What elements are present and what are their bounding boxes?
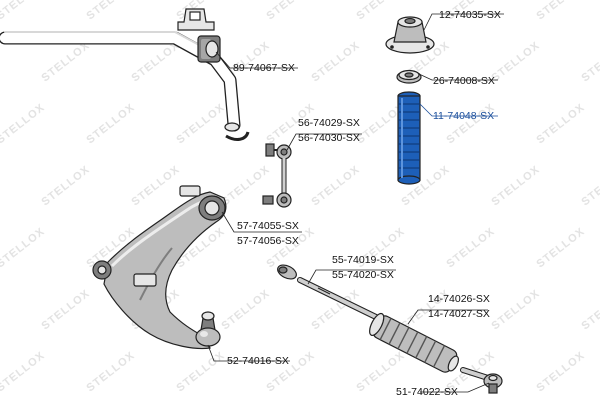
watermark-text: STELLOX xyxy=(84,349,137,394)
watermark-text: STELLOX xyxy=(309,39,362,84)
watermark-text: STELLOX xyxy=(39,287,92,332)
label-control-arm-b: 57-74056-SX xyxy=(237,235,299,247)
label-ball-joint: 52-74016-SX xyxy=(227,355,289,367)
strut-top-mount xyxy=(385,16,435,54)
watermark-text: STELLOX xyxy=(489,287,542,332)
leader-lines xyxy=(207,13,504,393)
watermark-text: STELLOX xyxy=(489,39,542,84)
stabilizer-link xyxy=(262,143,292,208)
watermark-text: STELLOX xyxy=(84,101,137,146)
watermark-text: STELLOX xyxy=(534,101,587,146)
watermark-text: STELLOX xyxy=(264,0,317,22)
label-steering-boot-a: 14-74026-SX xyxy=(428,293,490,305)
strut-boot xyxy=(397,91,421,185)
watermark-text: STELLOX xyxy=(534,349,587,394)
label-stabilizer-link-b: 56-74030-SX xyxy=(298,132,360,144)
label-tie-rod-a: 55-74019-SX xyxy=(332,254,394,266)
watermark-text: STELLOX xyxy=(444,101,497,146)
label-stabilizer-bushing: 89-74067-SX xyxy=(233,62,295,74)
label-control-arm-a: 57-74055-SX xyxy=(237,220,299,232)
label-strut-bearing: 26-74008-SX xyxy=(433,75,495,87)
watermark-text: STELLOX xyxy=(84,0,137,22)
watermark-text: STELLOX xyxy=(309,163,362,208)
watermark-text: STELLOX xyxy=(534,0,587,22)
stabilizer-bushing xyxy=(197,35,221,63)
watermark-text: STELLOX xyxy=(0,163,2,208)
watermark-text: STELLOX xyxy=(0,225,47,270)
strut-bearing xyxy=(396,69,422,84)
watermark-text: STELLOX xyxy=(534,225,587,270)
watermark-text: STELLOX xyxy=(579,287,600,332)
watermark-text: STELLOX xyxy=(174,349,227,394)
watermark-text: STELLOX xyxy=(0,39,2,84)
part-labels: 12-74035-SX 89-74067-SX 26-74008-SX 11-7… xyxy=(227,9,501,398)
watermark-text: STELLOX xyxy=(39,163,92,208)
watermark-text: STELLOX xyxy=(489,163,542,208)
label-stabilizer-link-a: 56-74029-SX xyxy=(298,117,360,129)
watermark-text: STELLOX xyxy=(309,287,362,332)
watermark-text: STELLOX xyxy=(0,101,47,146)
label-tie-rod-b: 55-74020-SX xyxy=(332,269,394,281)
watermark-text: STELLOX xyxy=(174,101,227,146)
watermark-text: STELLOX xyxy=(0,0,47,22)
watermark-text: STELLOX xyxy=(129,163,182,208)
tie-rod-end xyxy=(460,367,503,394)
tie-rod xyxy=(277,264,381,321)
watermark-text: STELLOX xyxy=(444,225,497,270)
ball-joint xyxy=(195,311,221,347)
watermark-text: STELLOX xyxy=(0,287,2,332)
watermark-text: STELLOX xyxy=(0,349,47,394)
watermark-text: STELLOX xyxy=(579,39,600,84)
label-top-mount: 12-74035-SX xyxy=(439,9,501,21)
watermark-text: STELLOX xyxy=(219,287,272,332)
steering-boot xyxy=(369,312,460,373)
stabilizer-bracket xyxy=(177,8,215,31)
watermark-text: STELLOX xyxy=(39,39,92,84)
lower-control-arm xyxy=(92,185,227,350)
label-steering-boot-b: 14-74027-SX xyxy=(428,308,490,320)
watermark-text: STELLOX xyxy=(129,39,182,84)
watermark-text: STELLOX xyxy=(579,163,600,208)
label-strut-boot: 11-74048-SX xyxy=(433,110,494,122)
label-tie-rod-end: 51-74022-SX xyxy=(396,386,458,398)
